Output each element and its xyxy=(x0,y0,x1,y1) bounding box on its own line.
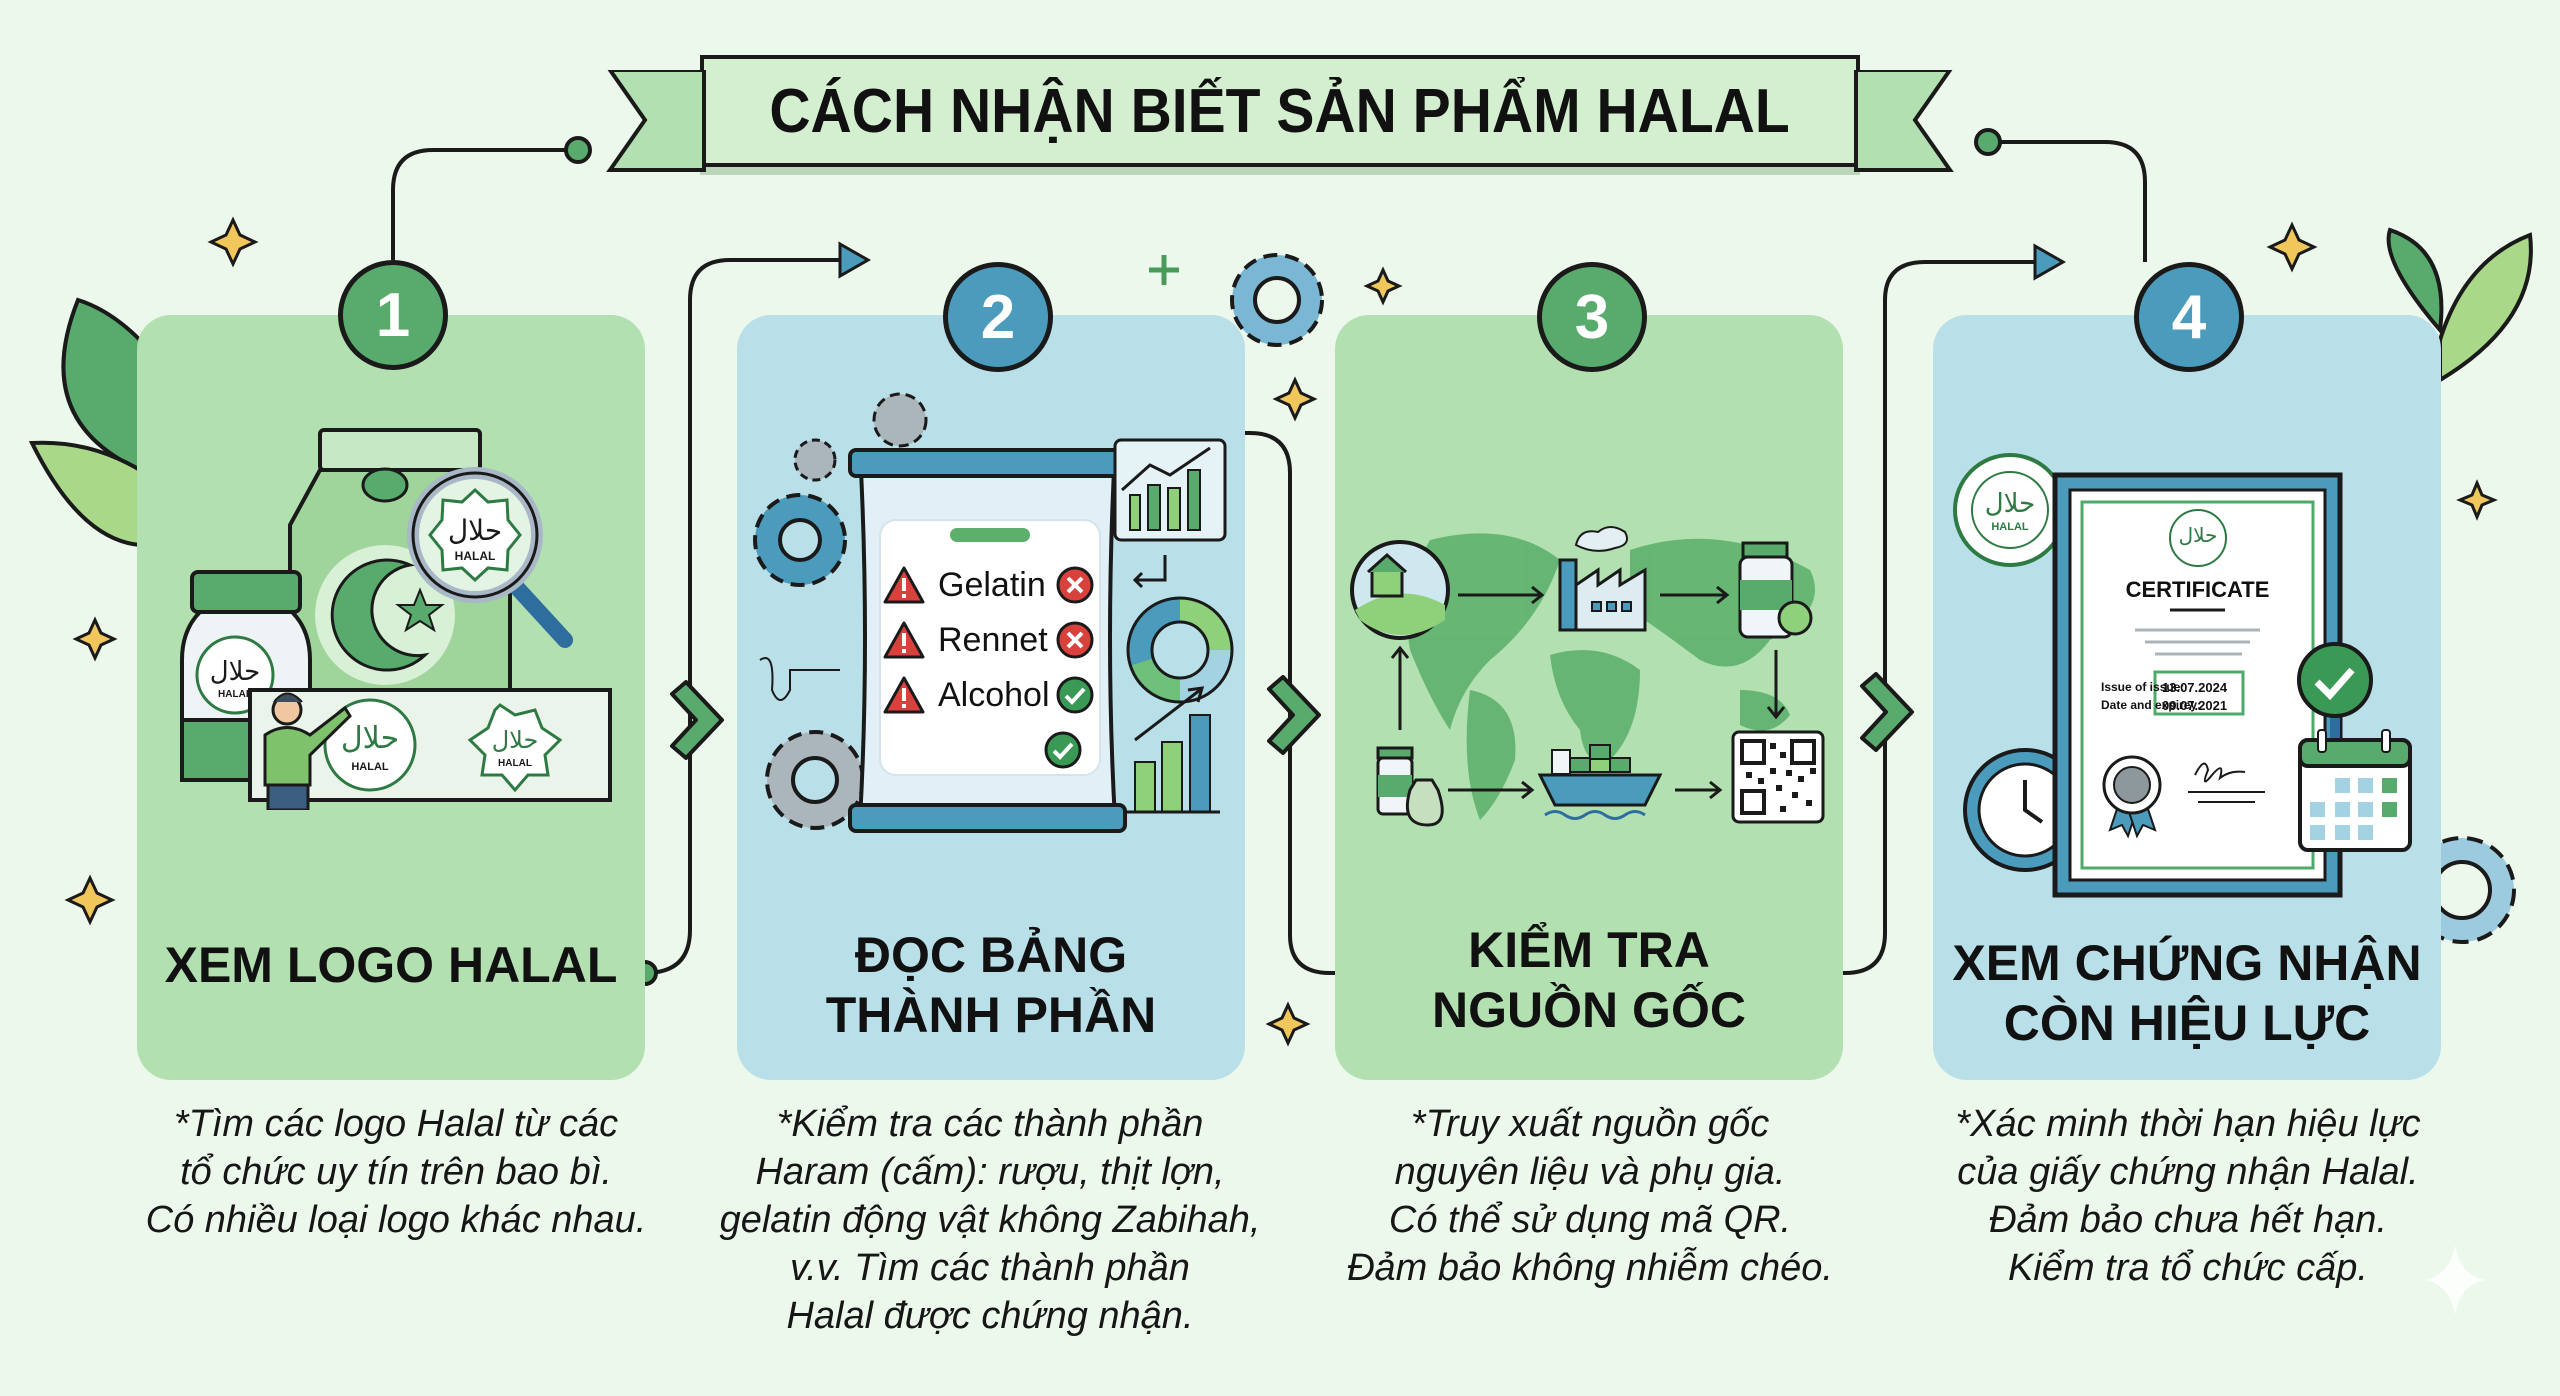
sparkle-icon xyxy=(2266,221,2318,273)
sparkle-icon xyxy=(72,616,118,662)
svg-text:HALAL: HALAL xyxy=(1991,521,2029,533)
gear-icon xyxy=(1230,253,1324,347)
sparkle-icon xyxy=(2456,479,2498,521)
step-number-badge: 3 xyxy=(1537,262,1647,372)
ingredient-name: Alcohol xyxy=(938,675,1050,714)
svg-text:حلال: حلال xyxy=(210,657,260,687)
svg-text:حلال: حلال xyxy=(492,726,539,754)
warning-icon xyxy=(883,676,925,714)
step-description: *Truy xuất nguồn gốc nguyên liệu và phụ … xyxy=(1347,1103,1833,1289)
growth-chart-icon xyxy=(1125,686,1220,814)
certificate-heading: CERTIFICATE xyxy=(2125,577,2270,602)
svg-text:HALAL: HALAL xyxy=(455,549,496,563)
warning-icon xyxy=(883,566,925,604)
issue-label: Issue of issue: xyxy=(2101,680,2185,694)
svg-text:حلال: حلال xyxy=(341,721,399,756)
expiry-date: 09.07.2021 xyxy=(2162,698,2228,713)
check-circle-icon xyxy=(1044,731,1082,769)
issue-date: 13.07.2024 xyxy=(2162,680,2228,695)
svg-text:حلال: حلال xyxy=(1985,489,2035,519)
step-description: *Tìm các logo Halal từ các tổ chức uy tí… xyxy=(145,1103,647,1241)
person-icon xyxy=(263,692,352,810)
ingredient-row: Gelatin xyxy=(882,565,1095,605)
step-title: XEM CHỨNG NHẬN CÒN HIỆU LỰC xyxy=(1952,935,2422,1051)
gear-icon xyxy=(872,392,928,448)
sparkle-icon xyxy=(1272,376,1318,422)
sparkle-icon xyxy=(207,216,259,268)
x-circle-icon xyxy=(1056,566,1094,604)
ingredient-name: Rennet xyxy=(938,620,1048,659)
bar-chart-icon xyxy=(1113,438,1227,542)
ingredient-row: Rennet xyxy=(882,620,1095,660)
title-banner: CÁCH NHẬN BIẾT SẢN PHẨM HALAL xyxy=(700,55,1860,167)
chevron-right-icon xyxy=(1267,675,1321,755)
sparkle-icon xyxy=(64,874,116,926)
calendar-icon xyxy=(2298,729,2412,852)
step-number-badge: 4 xyxy=(2134,262,2244,372)
expiry-label: Date and expirey: xyxy=(2101,698,2202,712)
chevron-right-icon xyxy=(1860,672,1914,752)
leaf-icon xyxy=(28,297,142,548)
step-description: *Kiểm tra các thành phần Haram (cấm): rư… xyxy=(719,1103,1261,1337)
ingredient-name: Gelatin xyxy=(938,565,1046,604)
x-circle-icon xyxy=(1056,621,1094,659)
gear-icon xyxy=(753,493,847,587)
chevron-right-icon xyxy=(670,680,724,760)
check-circle-icon xyxy=(2297,642,2373,740)
donut-chart-icon xyxy=(1126,596,1234,704)
qr-code-icon xyxy=(1731,730,1825,824)
halal-stamp-icon: حلال HALAL xyxy=(1953,453,2067,567)
warning-icon xyxy=(883,621,925,659)
magnifying-glass-icon: حلال HALAL xyxy=(407,467,573,648)
step-title: XEM LOGO HALAL xyxy=(164,937,618,993)
step-description: *Xác minh thời hạn hiệu lực của giấy chứ… xyxy=(1955,1103,2421,1289)
ingredient-label-illustration xyxy=(753,392,1234,833)
product-jar-icon xyxy=(1738,541,1813,639)
step-title: KIỂM TRA NGUỒN GỐC xyxy=(1432,922,1746,1038)
supply-chain-illustration xyxy=(1350,526,1825,827)
page-title: CÁCH NHẬN BIẾT SẢN PHẨM HALAL xyxy=(769,76,1791,146)
raw-materials-icon xyxy=(1376,746,1444,827)
certificate-illustration: حلال HALAL حلال xyxy=(1953,453,2412,898)
factory-icon xyxy=(1558,526,1647,632)
gear-icon xyxy=(793,438,837,482)
step-number-badge: 1 xyxy=(338,260,448,370)
ingredient-row: Alcohol xyxy=(882,675,1095,715)
ribbon-tail-right xyxy=(1854,70,1954,172)
check-circle-icon xyxy=(1056,676,1094,714)
sparkle-watermark-icon xyxy=(2425,1245,2485,1315)
sparkle-icon xyxy=(1265,1001,1311,1047)
svg-text:HALAL: HALAL xyxy=(498,758,532,769)
svg-text:حلال: حلال xyxy=(448,514,502,547)
ribbon-tail-left xyxy=(606,70,706,172)
seal-ribbon-icon xyxy=(2102,755,2162,839)
sparkle-icon xyxy=(1363,266,1403,306)
halal-logo-label: HALAL xyxy=(351,761,389,773)
crescent-star-icon xyxy=(315,545,455,685)
ship-icon xyxy=(1537,744,1663,820)
ingredient-row xyxy=(1043,730,1083,770)
step-title: ĐỌC BẢNG THÀNH PHẦN xyxy=(825,927,1157,1043)
wrapper-package: حلال HALAL حلال HALAL xyxy=(248,688,612,802)
svg-text:حلال: حلال xyxy=(2179,523,2218,547)
farm-icon xyxy=(1350,540,1450,640)
svg-text:HALAL: HALAL xyxy=(218,689,252,700)
halal-products-illustration: حلال HALAL حلال HALAL حلال HALAL حلال HA… xyxy=(180,428,612,810)
step-number-badge: 2 xyxy=(943,262,1053,372)
